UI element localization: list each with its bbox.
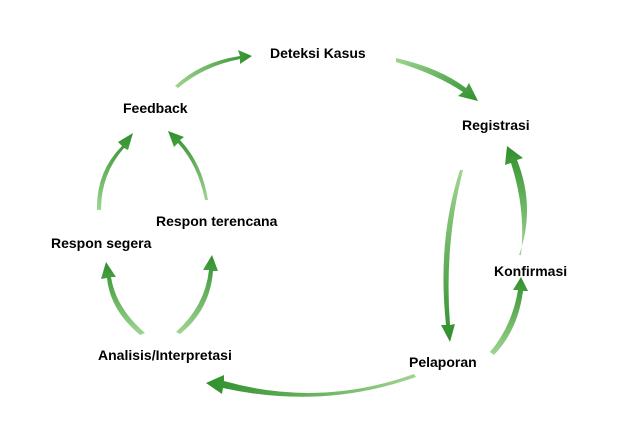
arrow-analisis-to-respon-segera (101, 262, 145, 335)
arrow-pelaporan-to-analisis (206, 374, 416, 397)
node-feedback: Feedback (123, 100, 188, 116)
arrow-feedback-to-deteksi (175, 50, 252, 88)
arrow-konfirmasi-to-registrasi (505, 146, 528, 255)
arrow-respon-terencana-to-feedback (168, 131, 208, 200)
node-deteksi-kasus: Deteksi Kasus (270, 45, 366, 61)
arrow-deteksi-to-registrasi (396, 58, 478, 101)
node-respon-segera: Respon segera (51, 235, 152, 251)
arrow-pelaporan-to-konfirmasi (490, 277, 528, 355)
arrow-analisis-to-respon-terencana (176, 255, 218, 334)
node-respon-terencana: Respon terencana (156, 213, 278, 229)
node-konfirmasi: Konfirmasi (494, 263, 568, 279)
node-registrasi: Registrasi (462, 117, 530, 133)
node-analisis-interpretasi: Analisis/Interpretasi (98, 347, 232, 363)
arrow-respon-segera-to-feedback (96, 133, 133, 210)
arrow-registrasi-to-pelaporan (441, 170, 463, 342)
node-pelaporan: Pelaporan (409, 354, 477, 370)
